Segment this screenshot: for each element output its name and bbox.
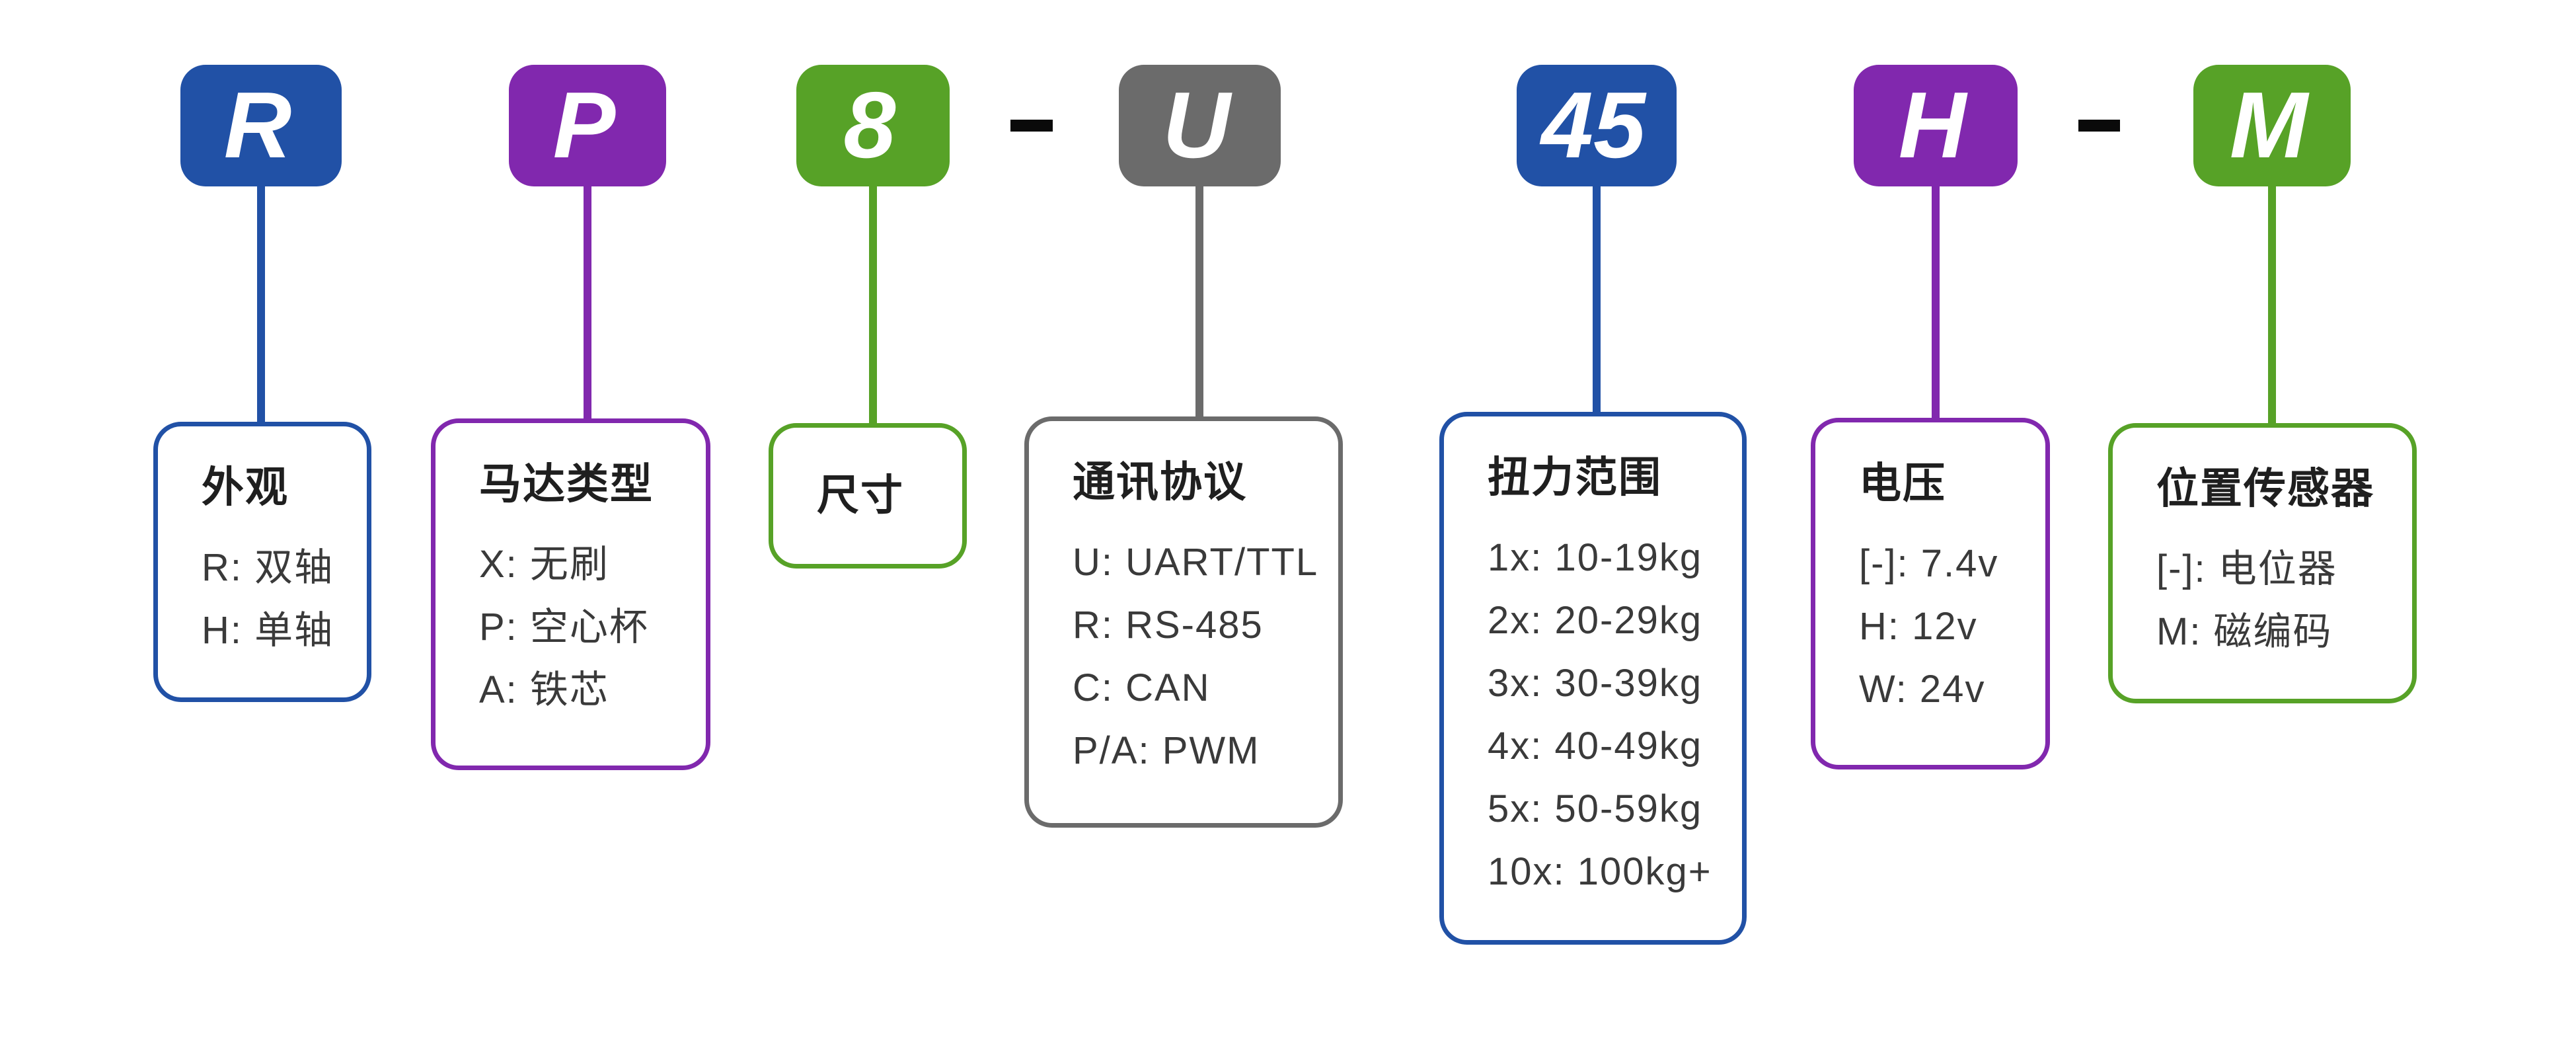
code-separator-1-dash <box>1010 120 1053 132</box>
legend-box-item: 5x: 50-59kg <box>1488 787 1703 830</box>
legend-box-item: P/A: PWM <box>1073 728 1260 772</box>
connector-line-position-sensor <box>2268 185 2276 430</box>
legend-box-appearance: 外观 R: 双轴 H: 单轴 <box>153 422 371 702</box>
code-badge-torque-range: 45 <box>1517 65 1677 186</box>
legend-box-title: 尺寸 <box>817 471 904 520</box>
legend-box-title: 位置传感器 <box>2156 465 2374 512</box>
legend-box-items: R: 双轴 H: 单轴 <box>202 536 340 662</box>
code-badge-position-sensor: M <box>2193 65 2351 186</box>
connector-line-size <box>869 185 877 430</box>
legend-box-title: 电压 <box>1859 459 1946 507</box>
legend-box-item: M: 磁编码 <box>2156 610 2333 653</box>
legend-box-item: P: 空心杯 <box>479 605 649 649</box>
legend-box-item: U: UART/TTL <box>1073 540 1319 584</box>
legend-box-item: 2x: 20-29kg <box>1488 598 1703 642</box>
legend-box-item: 3x: 30-39kg <box>1488 661 1703 705</box>
legend-box-item: R: 双轴 <box>202 545 334 589</box>
legend-box-item: X: 无刷 <box>479 542 609 586</box>
legend-box-voltage: 电压 [-]: 7.4v H: 12v W: 24v <box>1811 418 2050 769</box>
legend-box-items: 1x: 10-19kg 2x: 20-29kg 3x: 30-39kg 4x: 40-… <box>1488 526 1716 903</box>
code-separator-2-dash <box>2078 120 2120 132</box>
legend-box-comm-protocol: 通讯协议 U: UART/TTL R: RS-485 C: CAN P/A: PWM <box>1024 416 1343 828</box>
code-badge-size: 8 <box>796 65 950 186</box>
legend-box-item: H: 单轴 <box>202 608 334 652</box>
legend-box-item: 1x: 10-19kg <box>1488 535 1703 579</box>
legend-box-title: 扭力范围 <box>1488 453 1662 501</box>
connector-line-motor-type <box>584 185 591 425</box>
legend-box-items: X: 无刷 P: 空心杯 A: 铁芯 <box>479 533 679 721</box>
legend-box-item: W: 24v <box>1859 667 1986 711</box>
legend-box-item: 4x: 40-49kg <box>1488 724 1703 768</box>
connector-line-comm-protocol <box>1195 185 1203 423</box>
code-badge-label: 8 <box>843 73 896 178</box>
connector-line-voltage <box>1932 185 1940 424</box>
code-badge-comm-protocol: U <box>1119 65 1281 186</box>
code-badge-label: M <box>2229 73 2308 178</box>
legend-box-position-sensor: 位置传感器 [-]: 电位器 M: 磁编码 <box>2108 423 2417 703</box>
legend-box-item: [-]: 7.4v <box>1859 541 1999 585</box>
code-badge-label: 45 <box>1541 73 1646 178</box>
legend-box-size: 尺寸 <box>769 423 967 569</box>
code-badge-label: R <box>223 73 292 178</box>
code-badge-appearance: R <box>180 65 342 186</box>
connector-line-appearance <box>257 185 265 428</box>
code-badge-label: P <box>552 73 616 178</box>
legend-box-item: R: RS-485 <box>1073 603 1264 647</box>
connector-line-torque-range <box>1593 185 1601 418</box>
code-badge-label: H <box>1898 73 1967 178</box>
legend-box-item: C: CAN <box>1073 666 1211 709</box>
legend-box-item: A: 铁芯 <box>479 668 609 711</box>
legend-box-items: [-]: 电位器 M: 磁编码 <box>2156 537 2386 663</box>
code-badge-motor-type: P <box>509 65 666 186</box>
legend-box-title: 外观 <box>202 463 289 511</box>
legend-box-title: 马达类型 <box>479 460 654 508</box>
legend-box-torque-range: 扭力范围 1x: 10-19kg 2x: 20-29kg 3x: 30-39kg 4x… <box>1439 412 1747 945</box>
legend-box-title: 通讯协议 <box>1073 458 1247 506</box>
legend-box-item: 10x: 100kg+ <box>1488 849 1712 893</box>
legend-box-item: H: 12v <box>1859 604 1978 648</box>
code-badge-label: U <box>1162 73 1231 178</box>
legend-box-items: [-]: 7.4v H: 12v W: 24v <box>1859 532 2019 721</box>
legend-box-items: U: UART/TTL R: RS-485 C: CAN P/A: PWM <box>1073 531 1319 782</box>
legend-box-motor-type: 马达类型 X: 无刷 P: 空心杯 A: 铁芯 <box>431 418 710 770</box>
code-badge-voltage: H <box>1854 65 2018 186</box>
legend-box-item: [-]: 电位器 <box>2156 547 2337 590</box>
